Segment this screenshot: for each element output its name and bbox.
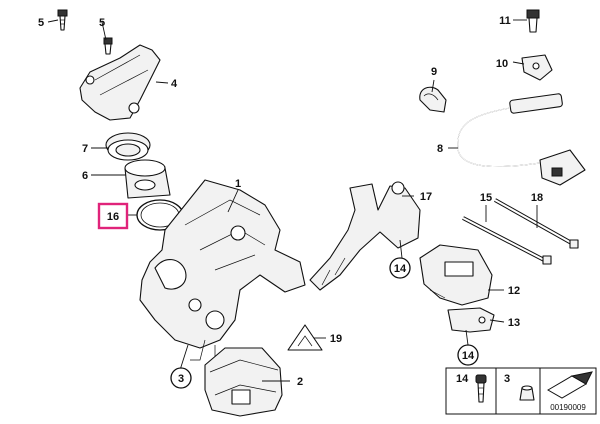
label-6: 6 (82, 170, 88, 182)
label-7: 7 (82, 143, 88, 155)
label-11: 11 (499, 15, 511, 27)
label-14a: 14 (394, 263, 407, 275)
connector-part-12 (419, 244, 493, 306)
footer-label-14: 14 (456, 373, 469, 385)
screw-part-5 (57, 9, 113, 55)
cable-clip-part-9 (419, 86, 447, 113)
bracket-part-13 (447, 307, 495, 333)
footer-label-3: 3 (504, 373, 510, 385)
harness-bracket-part-17 (309, 181, 421, 291)
footer-arrow-icon (547, 371, 593, 399)
label-13: 13 (508, 317, 520, 329)
label-9: 9 (431, 66, 437, 78)
label-15: 15 (480, 192, 492, 204)
bracket-part-4 (79, 44, 161, 121)
label-5b: 5 (99, 17, 105, 29)
label-17: 17 (420, 191, 432, 203)
clip-part-10 (521, 54, 553, 81)
footer-screw-icon (475, 374, 487, 403)
label-3: 3 (178, 373, 184, 385)
housing-part-1 (139, 179, 306, 362)
footer-plug-icon (519, 385, 535, 401)
circled-label-3: 3 (170, 367, 192, 389)
cable-tie-part-18 (494, 198, 579, 249)
label-12: 12 (508, 285, 520, 297)
label-2: 2 (297, 376, 303, 388)
footer-code: 00190009 (550, 403, 586, 412)
label-8: 8 (437, 143, 443, 155)
label-10: 10 (496, 58, 508, 70)
label-14b: 14 (462, 350, 475, 362)
label-19: 19 (330, 333, 342, 345)
lock-cylinder-part-6 (124, 159, 171, 199)
warning-label-part-19 (287, 324, 323, 351)
highlighted-label-16: 16 (97, 202, 129, 230)
ring-part-7 (105, 132, 151, 161)
circled-label-14b: 14 (457, 344, 479, 366)
screw-part-11 (526, 9, 540, 33)
label-18: 18 (531, 192, 543, 204)
footer-inset: 14 3 00190009 (445, 367, 597, 415)
sensor-cable-part-8 (457, 93, 586, 186)
leader-lines (47, 19, 538, 382)
label-1: 1 (235, 178, 241, 190)
label-4: 4 (171, 78, 178, 90)
circled-label-14a: 14 (389, 257, 411, 279)
label-16: 16 (107, 211, 119, 223)
cable-tie-part-15 (462, 216, 552, 265)
switch-part-2 (204, 347, 283, 417)
label-5: 5 (38, 17, 44, 29)
